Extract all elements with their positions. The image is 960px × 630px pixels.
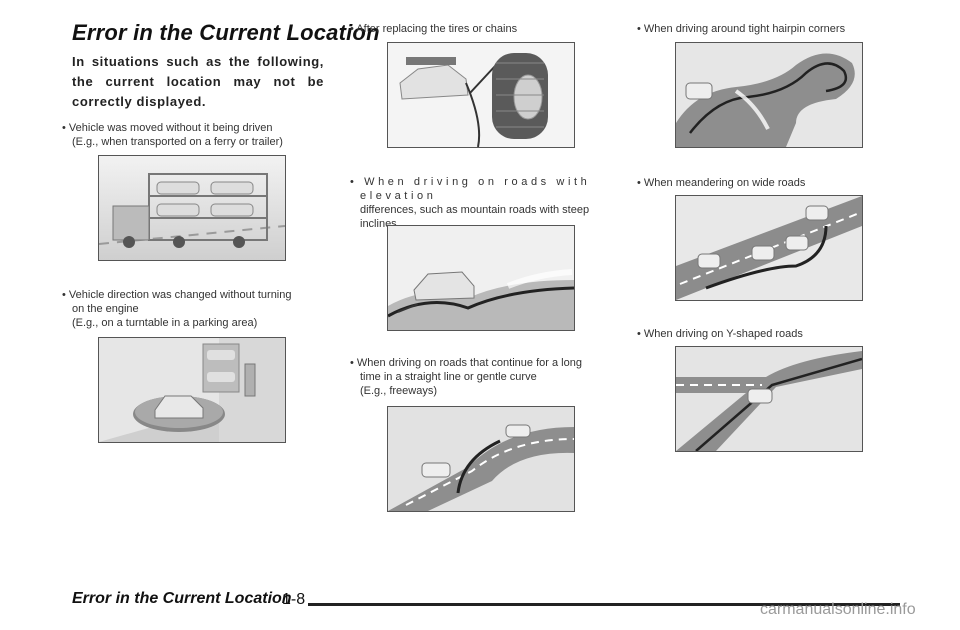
bullet-line: • When driving on Y-shaped roads [637,328,803,340]
bullet-direction-changed: • Vehicle direction was changed without … [62,288,334,330]
footer-rule [308,603,900,606]
freeway-curve-illustration [387,406,575,512]
bullet-tires-replaced: • After replacing the tires or chains [350,22,622,36]
tire-chain-illustration [387,42,575,148]
footer-section-title: Error in the Current Location [72,590,292,607]
bullet-moved-without-driving: • Vehicle was moved without it being dri… [62,121,334,149]
intro-text: In situations such as the following, the… [72,54,324,109]
bullet-line: • Vehicle was moved without it being dri… [62,122,273,134]
bullet-line: • When meandering on wide roads [637,177,806,189]
bullet-line: differences, such as mountain roads with… [360,204,590,216]
bullet-line: • When driving on roads with elevation [350,176,591,202]
bullet-line: • After replacing the tires or chains [350,23,518,35]
bullet-y-shaped-roads: • When driving on Y-shaped roads [637,327,909,341]
bullet-line: time in a straight line or gentle curve [360,371,537,383]
bullet-line: (E.g., when transported on a ferry or tr… [72,136,283,148]
page-number: 1-8 [282,591,306,608]
bullet-straight-roads: • When driving on roads that continue fo… [350,356,622,398]
car-carrier-truck-illustration [98,155,286,261]
bullet-line: (E.g., on a turntable in a parking area) [72,317,258,329]
page-title: Error in the Current Location [72,20,380,45]
bullet-hairpin-corners: • When driving around tight hairpin corn… [637,22,909,36]
bullet-line: • Vehicle direction was changed without … [62,289,292,301]
bullet-line: • When driving around tight hairpin corn… [637,23,846,35]
hairpin-corner-illustration [675,42,863,148]
meandering-road-illustration [675,195,863,301]
watermark: carmanualsonline.info [760,601,916,618]
y-shaped-road-illustration [675,346,863,452]
bullet-elevation-roads: • When driving on roads with elevation d… [350,175,622,231]
bullet-meandering: • When meandering on wide roads [637,176,909,190]
elevation-road-illustration [387,225,575,331]
parking-turntable-illustration [98,337,286,443]
bullet-line: • When driving on roads that continue fo… [350,357,582,369]
bullet-line: (E.g., freeways) [360,385,438,397]
bullet-line: on the engine [72,303,139,315]
